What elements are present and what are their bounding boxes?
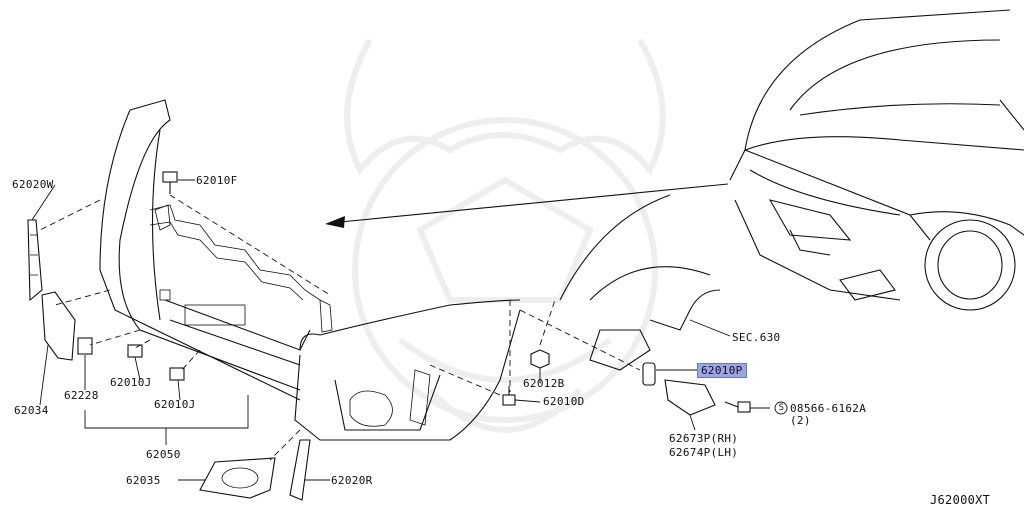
diagram-reference-code: J62000XT xyxy=(930,493,991,507)
part-62010d-bolt xyxy=(502,386,516,406)
watermark-logo xyxy=(344,38,666,433)
part-62228-clip xyxy=(77,337,93,355)
callout-62673p: 62673P(RH) xyxy=(669,432,739,445)
callout-62228: 62228 xyxy=(64,389,99,402)
callout-62035: 62035 xyxy=(126,474,161,487)
callout-sec630: SEC.630 xyxy=(732,331,781,344)
callout-08566-quantity: (2) xyxy=(790,414,811,427)
part-62010j-b xyxy=(169,367,185,381)
callout-62010j-b: 62010J xyxy=(154,398,196,411)
callout-62034: 62034 xyxy=(14,404,49,417)
callout-62020r: 62020R xyxy=(331,474,373,487)
part-62673p-bracket xyxy=(664,379,716,416)
bumper-cover xyxy=(99,99,333,401)
bumper-corner xyxy=(294,299,521,441)
callout-62010d: 62010D xyxy=(543,395,585,408)
callout-62050: 62050 xyxy=(146,448,181,461)
callout-62012b: 62012B xyxy=(523,377,565,390)
leader-lines xyxy=(31,179,770,481)
vehicle-illustration xyxy=(729,9,1024,311)
callout-62010p-highlighted[interactable]: 62010P xyxy=(697,363,747,378)
part-62035-grille xyxy=(199,457,276,499)
part-62020w-grille xyxy=(27,219,43,302)
part-62010j-a xyxy=(127,344,143,358)
callout-62010j-a: 62010J xyxy=(110,376,152,389)
part-62020r-trim xyxy=(289,439,311,501)
callout-62010f: 62010F xyxy=(196,174,238,187)
part-62010p-clip xyxy=(642,362,656,386)
part-62012b-nut xyxy=(530,349,550,369)
part-62010f-clip xyxy=(162,171,178,194)
assembly-lines xyxy=(39,194,641,461)
screw-symbol-circle xyxy=(774,401,788,415)
callout-08566-6162a: 08566-6162A xyxy=(790,402,867,415)
arrow-pointer xyxy=(325,183,729,228)
part-62034-bracket xyxy=(41,291,76,361)
callout-62020w: 62020W xyxy=(12,178,54,191)
screw-symbol-label: S xyxy=(778,403,785,413)
callout-62674p: 62674P(LH) xyxy=(669,446,739,459)
fender xyxy=(559,194,721,371)
part-screw-08566 xyxy=(724,401,751,413)
